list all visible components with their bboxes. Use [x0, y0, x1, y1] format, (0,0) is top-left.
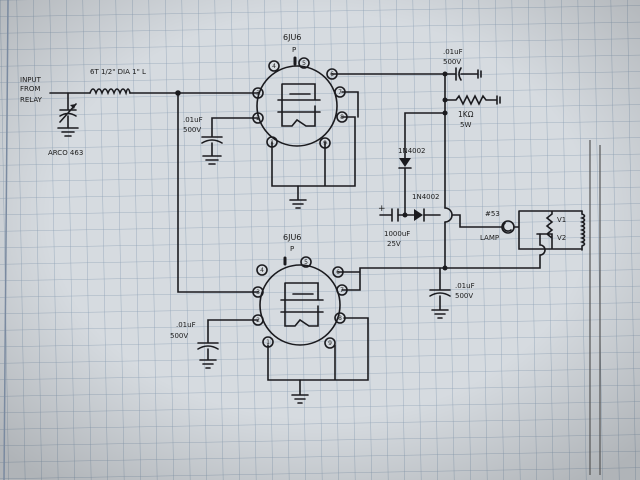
polarity-label: + — [378, 204, 386, 214]
pin-number: 4 — [260, 267, 264, 274]
tube1-envelope — [256, 65, 338, 147]
diode-1: 1N4002 — [398, 112, 446, 216]
tube2: 6JU6 P 4 5 6 3 7 2 8 1 9 — [252, 233, 446, 404]
resistor-value-label: 1KΩ — [458, 110, 474, 119]
input-label-line2: FROM — [20, 85, 40, 93]
relay-frame-lines — [589, 140, 601, 475]
capacitor-voltage-label: 500V — [170, 332, 188, 340]
resistor-1k: 1KΩ 5W — [444, 94, 501, 129]
pin-number: 1 — [270, 139, 274, 146]
pin-number: 8 — [340, 114, 344, 121]
tube1-screen-capacitor: .01uF 500V — [183, 116, 259, 165]
pin-number: 1 — [266, 339, 270, 346]
pin-number: 6 — [336, 269, 340, 276]
capacitor-voltage-label: 25V — [387, 240, 401, 248]
variable-capacitor: ARCO 463 — [48, 92, 83, 157]
diode-2: 1N4002 — [397, 193, 503, 228]
tube1-wiring — [271, 73, 446, 187]
output-capacitor: .01uF 500V — [429, 267, 475, 319]
tube1-plate-label: P — [292, 46, 296, 54]
capacitor-voltage-label: 500V — [443, 58, 461, 66]
tube1-label: 6JU6 — [283, 33, 301, 42]
relay-coil: V1 V2 — [444, 210, 586, 269]
lamp-label-line1: #53 — [485, 210, 500, 218]
pin-number: 9 — [323, 140, 327, 147]
plate-bypass-capacitor: .01uF 500V — [443, 48, 482, 81]
tube1: 6JU6 P 4 5 6 3 7 2 8 1 9 — [252, 33, 446, 209]
tube2-label: 6JU6 — [283, 233, 301, 242]
relay-v1-label: V1 — [557, 216, 566, 224]
input-label-line1: INPUT — [20, 76, 42, 84]
diode2-label: 1N4002 — [412, 193, 440, 201]
diode1-label: 1N4002 — [398, 147, 426, 155]
pin-number: 3 — [256, 289, 260, 296]
grid-link-wire — [177, 92, 259, 293]
variable-capacitor-label: ARCO 463 — [48, 149, 83, 157]
electrolytic-capacitor: + 1000uF 25V — [378, 204, 410, 248]
pin-number: 3 — [256, 90, 260, 97]
capacitor-value-label: .01uF — [443, 48, 463, 56]
inductor: 6T 1/2" DIA 1" L — [89, 68, 146, 96]
pin-number: 5 — [304, 259, 308, 266]
input-label: INPUT FROM RELAY — [20, 76, 43, 104]
relay-v2-label: V2 — [557, 234, 566, 242]
tube2-plate-label: P — [290, 245, 294, 253]
capacitor-value-label: .01uF — [183, 116, 203, 124]
pin-number: 9 — [328, 340, 332, 347]
ground-symbol — [289, 185, 307, 209]
pin-number: 2 — [256, 115, 260, 122]
lamp-label-line2: LAMP — [480, 234, 499, 242]
pin-number: 7 — [340, 287, 344, 294]
pin-number: 8 — [338, 315, 342, 322]
pin-number: 6 — [330, 71, 334, 78]
capacitor-value-label: .01uF — [176, 321, 196, 329]
inductor-label: 6T 1/2" DIA 1" L — [90, 68, 146, 76]
pin-number: 5 — [302, 60, 306, 67]
capacitor-voltage-label: 500V — [455, 292, 473, 300]
pin-number: 4 — [272, 63, 276, 70]
tube1-pins: 4 5 6 3 7 2 8 1 9 — [252, 57, 348, 149]
capacitor-voltage-label: 500V — [183, 126, 201, 134]
tube2-envelope — [259, 264, 341, 346]
ground-symbol — [291, 379, 309, 404]
tube1-electrodes — [277, 83, 321, 127]
tube2-wiring — [267, 267, 446, 381]
wire-crossover — [444, 207, 453, 223]
pin-number: 7 — [338, 89, 342, 96]
tube2-electrodes — [280, 282, 324, 327]
tube2-pins: 4 5 6 3 7 2 8 1 9 — [252, 256, 348, 349]
capacitor-value-label: 1000uF — [384, 230, 410, 238]
resistor-power-label: 5W — [460, 121, 471, 129]
paper-edge-line — [3, 0, 9, 480]
capacitor-value-label: .01uF — [455, 282, 475, 290]
lamp-53: #53 LAMP — [480, 210, 515, 242]
input-label-line3: RELAY — [20, 96, 43, 104]
junction-dot — [402, 212, 408, 218]
tube2-screen-capacitor: .01uF 500V — [170, 319, 259, 369]
